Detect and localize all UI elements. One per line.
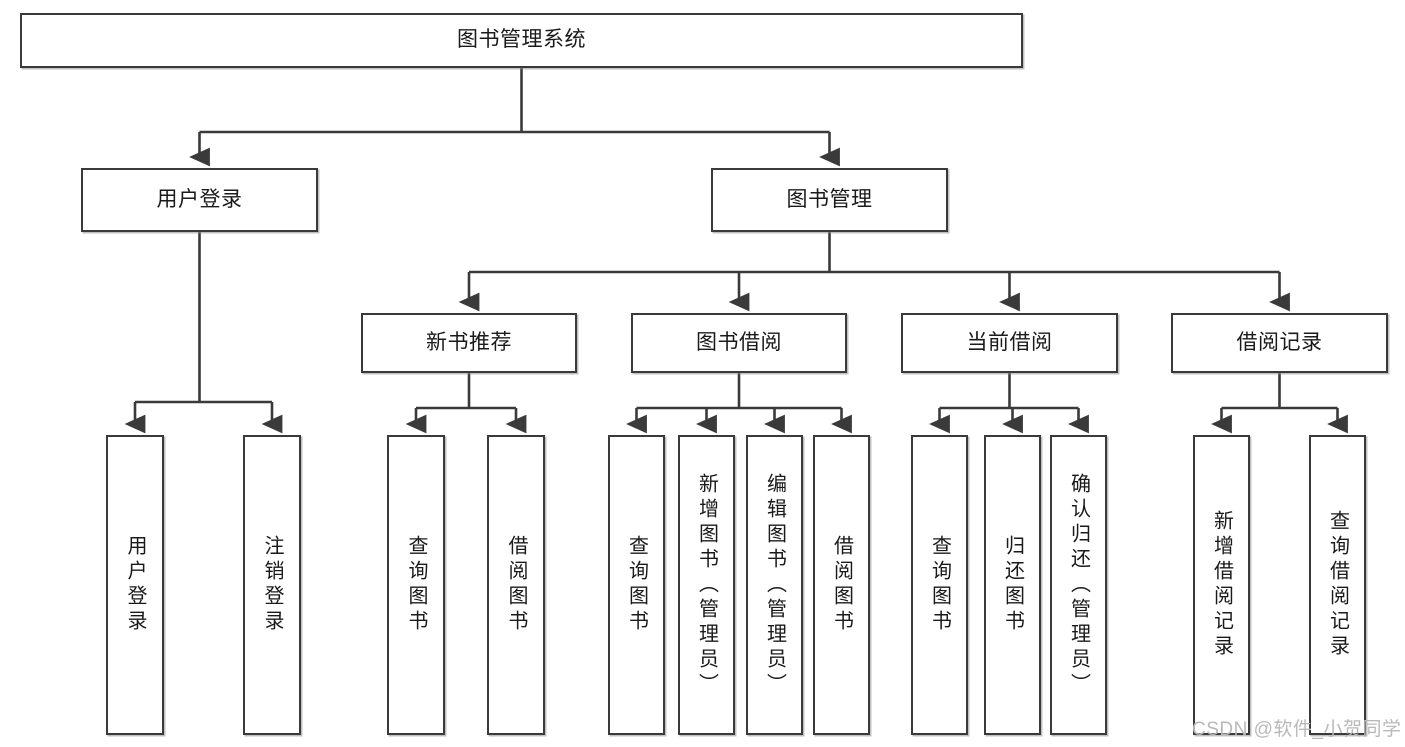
node-label-leaf-confirm-return: 确认归还（管理员） — [1067, 472, 1090, 698]
node-leaf-return-book[interactable]: 归还图书 — [984, 435, 1041, 735]
node-label-leaf-query-book-2: 查询图书 — [625, 535, 648, 635]
node-label-borrow-record: 借阅记录 — [1236, 330, 1323, 354]
node-leaf-user-login[interactable]: 用户登录 — [106, 435, 164, 735]
node-label-leaf-edit-book-admin: 编辑图书（管理员） — [763, 472, 786, 698]
node-leaf-edit-book-admin[interactable]: 编辑图书（管理员） — [746, 435, 803, 735]
node-leaf-borrow-book-2[interactable]: 借阅图书 — [813, 435, 870, 735]
node-label-leaf-user-login: 用户登录 — [124, 535, 146, 635]
node-label-root: 图书管理系统 — [457, 28, 586, 52]
node-label-leaf-query-book-1: 查询图书 — [405, 535, 427, 635]
node-leaf-add-book-admin[interactable]: 新增图书（管理员） — [678, 435, 735, 735]
node-leaf-logout[interactable]: 注销登录 — [243, 435, 301, 735]
node-leaf-borrow-book-1[interactable]: 借阅图书 — [487, 435, 545, 735]
node-book-manage[interactable]: 图书管理 — [711, 168, 948, 232]
node-root[interactable]: 图书管理系统 — [20, 13, 1023, 68]
node-label-book-manage: 图书管理 — [786, 187, 873, 211]
node-label-new-book-recommend: 新书推荐 — [426, 330, 512, 354]
node-label-leaf-logout: 注销登录 — [261, 535, 283, 635]
node-book-borrow[interactable]: 图书借阅 — [631, 313, 847, 373]
csdn-watermark: CSDN @软件_小贺同学 — [1192, 719, 1402, 740]
node-label-leaf-add-record: 新增借阅记录 — [1210, 510, 1233, 660]
node-leaf-query-book-3[interactable]: 查询图书 — [911, 435, 968, 735]
node-label-leaf-borrow-book-1: 借阅图书 — [505, 535, 527, 635]
node-current-borrow[interactable]: 当前借阅 — [901, 313, 1118, 373]
node-label-user-login: 用户登录 — [156, 187, 243, 211]
node-leaf-query-record[interactable]: 查询借阅记录 — [1309, 435, 1366, 735]
node-label-leaf-query-record: 查询借阅记录 — [1326, 510, 1349, 660]
node-label-leaf-query-book-3: 查询图书 — [928, 535, 951, 635]
node-leaf-query-book-1[interactable]: 查询图书 — [387, 435, 445, 735]
node-label-leaf-add-book-admin: 新增图书（管理员） — [695, 472, 718, 698]
node-borrow-record[interactable]: 借阅记录 — [1171, 313, 1388, 373]
node-leaf-confirm-return[interactable]: 确认归还（管理员） — [1050, 435, 1107, 735]
node-label-leaf-borrow-book-2: 借阅图书 — [830, 535, 853, 635]
node-label-current-borrow: 当前借阅 — [966, 330, 1053, 354]
node-label-book-borrow: 图书借阅 — [696, 330, 782, 354]
node-leaf-query-book-2[interactable]: 查询图书 — [608, 435, 665, 735]
node-new-book-recommend[interactable]: 新书推荐 — [361, 313, 577, 373]
node-label-leaf-return-book: 归还图书 — [1001, 535, 1024, 635]
node-leaf-add-record[interactable]: 新增借阅记录 — [1193, 435, 1250, 735]
node-user-login[interactable]: 用户登录 — [81, 168, 318, 232]
